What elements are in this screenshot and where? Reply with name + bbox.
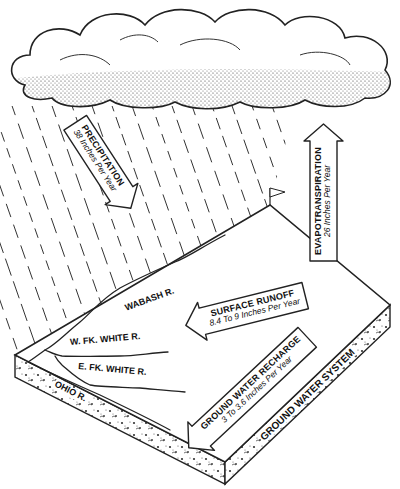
arrow-shape — [175, 322, 320, 461]
cloud-curl — [120, 35, 158, 42]
cloud-outline — [12, 10, 391, 109]
arrow-shape — [59, 112, 147, 219]
river-name: OHIO R. — [51, 379, 88, 404]
flow-name: EVAPOTRANSPIRATION — [313, 147, 323, 255]
rain-streak — [0, 100, 59, 355]
flow-arrow: PRECIPITATION38 Inches Per Year — [59, 112, 147, 219]
river-name: E. FK. WHITE R. — [77, 362, 146, 378]
rain-streak — [0, 100, 39, 355]
river-line — [55, 356, 185, 392]
cloud-curl — [180, 39, 240, 50]
river-line — [28, 362, 170, 430]
cloud-curl — [60, 55, 110, 65]
arrow-shape — [304, 124, 343, 261]
river-line — [28, 235, 225, 362]
river-name: WABASH R. — [124, 287, 176, 314]
river-line — [45, 350, 168, 356]
arrow-shape — [181, 276, 310, 344]
river-name: W. FK. WHITE R. — [69, 332, 140, 348]
flow-arrow: GROUND WATER RECHARGE3 To 3.6 Inches Per… — [175, 322, 320, 461]
arrow-text-group: GROUND WATER RECHARGE3 To 3.6 Inches Per… — [198, 333, 309, 438]
flow-arrow: SURFACE RUNOFF8.4 To 9 Inches Per Year — [181, 276, 310, 344]
cloud-detail — [60, 35, 350, 65]
flow-rate: 26 Inches Per Year — [323, 147, 333, 255]
flow-arrow: EVAPOTRANSPIRATION26 Inches Per Year — [304, 124, 343, 261]
cloud-curl — [300, 52, 350, 65]
arrow-text-group: EVAPOTRANSPIRATION26 Inches Per Year — [313, 147, 333, 255]
flag — [270, 188, 285, 197]
flow-rate: 3 To 3.6 Inches Per Year — [205, 341, 309, 439]
rain-streak — [0, 100, 79, 355]
